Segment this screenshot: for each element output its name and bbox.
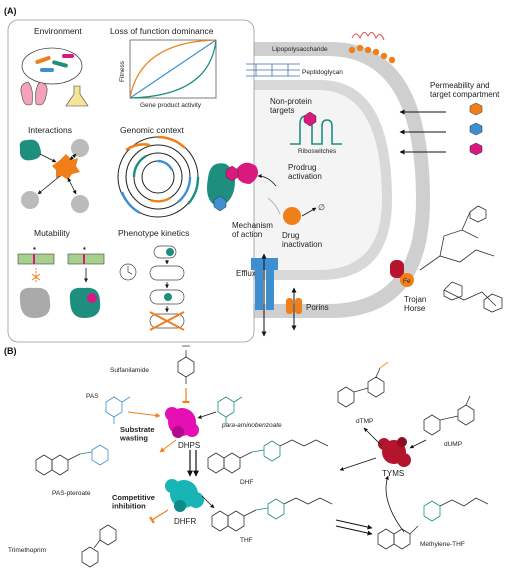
efflux-pump	[251, 253, 278, 337]
trimethoprim-label: Trimethoprim	[8, 547, 46, 554]
lof-y-label: Fitness	[119, 60, 126, 82]
methylene-to-tyms-arrow	[384, 475, 405, 533]
tyms-label: TYMS	[382, 469, 404, 478]
thf-methylene-arrow-1	[335, 519, 373, 530]
pas-structure	[105, 396, 131, 424]
panel-b-label: (B)	[4, 346, 17, 356]
permeability-hexagons	[399, 102, 483, 156]
pas-pteroate-label: PAS-pteroate	[52, 490, 91, 497]
dtmp-label: dTMP	[356, 418, 373, 425]
efflux-label: Efflux	[236, 269, 256, 278]
environment-title: Environment	[34, 26, 82, 36]
phenotype-title: Phenotype kinetics	[118, 228, 189, 238]
tyms-enzyme	[378, 437, 411, 467]
thf-methylene-arrow-2	[335, 525, 373, 536]
riboswitches-label: Riboswitches	[298, 148, 337, 155]
genomic-title: Genomic context	[120, 125, 184, 135]
fe-label: Fe	[403, 278, 411, 285]
dtmp-structure	[337, 361, 389, 408]
paba-arrow	[197, 411, 217, 419]
mutation-mark-1: *	[33, 245, 36, 254]
dump-structure	[423, 395, 475, 436]
mutation-mark-2: *	[83, 245, 86, 254]
dump-label: dUMP	[444, 441, 462, 448]
trimethoprim-structure	[81, 524, 117, 568]
genomic-rings	[117, 135, 200, 218]
lof-plot	[129, 39, 217, 99]
dhfr-thf-arrow	[201, 495, 215, 509]
dhfr-label: DHFR	[174, 517, 196, 526]
dhps-enzyme	[165, 407, 199, 438]
peptidoglycan-label: Peptidoglycan	[302, 69, 343, 76]
paba-structure	[217, 396, 243, 424]
sulfanilamide-label: Sulfanilamide	[110, 367, 149, 374]
dhps-label: DHPS	[178, 441, 200, 450]
trojan-horse-siderophore	[390, 205, 503, 313]
lof-x-label: Gene product activity	[140, 102, 202, 109]
methylene-thf-label: Methylene-THF	[420, 541, 465, 548]
lps-label: Lipopolysaccharide	[272, 46, 328, 53]
dhf-structure	[207, 439, 329, 474]
pas-arrow	[127, 411, 161, 418]
environment-illustration	[20, 47, 89, 107]
phenotype-illustration	[119, 245, 185, 331]
pas-label: PAS	[86, 393, 99, 400]
peptidoglycan-strands	[246, 63, 300, 77]
thf-label: THF	[240, 537, 253, 544]
tyms-dhf-arrow	[339, 457, 377, 471]
panel-a-label: (A)	[4, 6, 17, 16]
trimethoprim-inhibit	[149, 509, 169, 524]
pas-pteroate-arrow	[159, 439, 177, 453]
null-symbol: ∅	[318, 203, 325, 212]
methylene-thf-structure	[377, 497, 489, 550]
riboswitch-rna	[290, 111, 342, 145]
dump-tyms-arrow	[409, 439, 427, 449]
dhf-label: DHF	[240, 479, 253, 486]
thf-structure	[211, 497, 333, 532]
pas-pteroate-structure	[35, 444, 109, 476]
lof-title: Loss of function dominance	[110, 26, 214, 36]
interactions-title: Interactions	[28, 125, 72, 135]
sulfanilamide-structure	[177, 345, 195, 384]
dhfr-enzyme	[165, 479, 204, 512]
porin	[286, 287, 302, 331]
mutability-title: Mutability	[34, 228, 71, 238]
lps-molecules	[348, 32, 396, 64]
porins-label: Porins	[306, 303, 329, 312]
tyms-dtmp-arrow	[363, 427, 383, 447]
paba-label: para-aminobenzoate	[221, 422, 282, 429]
interactions-illustration	[19, 139, 89, 213]
mutability-illustration	[17, 253, 105, 318]
prodrug-illustration	[207, 162, 317, 225]
